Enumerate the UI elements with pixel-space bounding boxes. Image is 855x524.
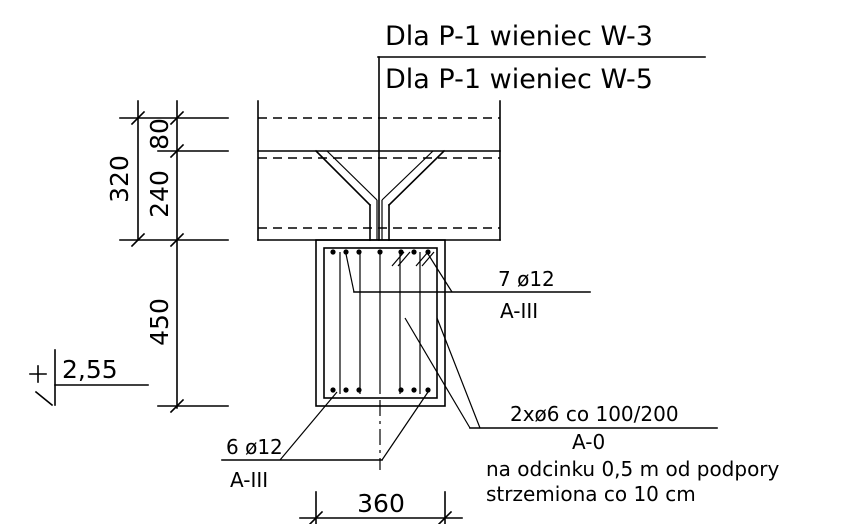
stirrups-grade: A-0 bbox=[572, 430, 605, 454]
dim-width-360: 360 bbox=[357, 489, 405, 518]
top-bars-leader bbox=[345, 253, 355, 293]
stirrup-leader-1 bbox=[436, 317, 481, 429]
width-dimension bbox=[299, 491, 463, 524]
bottom-bars bbox=[330, 387, 431, 393]
top-bars-leader-2 bbox=[427, 253, 453, 293]
stirrups-note-line2: strzemiona co 10 cm bbox=[486, 482, 696, 506]
vertical-dimensions bbox=[119, 100, 229, 414]
dim-450: 450 bbox=[145, 298, 174, 346]
beam-note-top: Dla P-1 wieniec W-3 bbox=[385, 21, 653, 52]
stirrups-note-line1: na odcinku 0,5 m od podpory bbox=[486, 457, 780, 481]
stirrup-leader-2 bbox=[404, 317, 471, 429]
bottom-bars-label: 6 ø12 bbox=[226, 435, 283, 459]
top-bars-label: 7 ø12 bbox=[498, 267, 555, 291]
top-bars-grade: A-III bbox=[500, 299, 538, 323]
beam-note-bottom: Dla P-1 wieniec W-5 bbox=[385, 64, 653, 95]
dim-320: 320 bbox=[105, 155, 134, 203]
bottom-bars-leader-1 bbox=[279, 391, 338, 461]
dim-80: 80 bbox=[145, 118, 174, 150]
level-mark bbox=[29, 349, 149, 407]
slab bbox=[257, 100, 501, 241]
bottom-bars-grade: A-III bbox=[230, 468, 268, 492]
dim-240: 240 bbox=[145, 170, 174, 218]
level-value: 2,55 bbox=[62, 355, 118, 384]
top-bars bbox=[330, 249, 431, 255]
bottom-bars-leader-2 bbox=[381, 391, 429, 461]
stirrups-label: 2xø6 co 100/200 bbox=[510, 402, 679, 426]
beam-section bbox=[315, 239, 446, 470]
